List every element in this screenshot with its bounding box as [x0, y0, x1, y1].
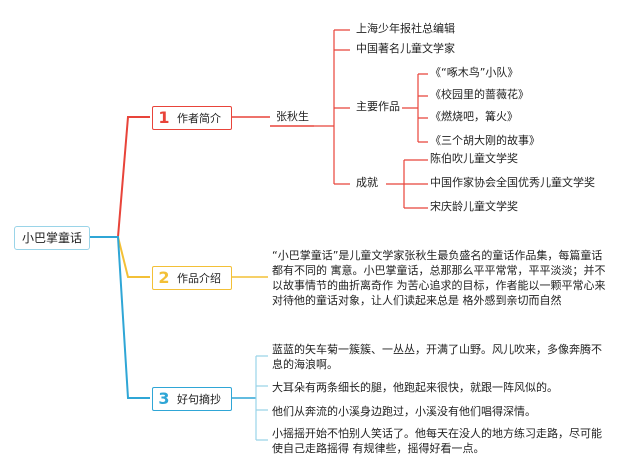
- connector-author-items: [314, 29, 350, 185]
- connector-root-branch1: [88, 116, 150, 238]
- category-label: 好句摘抄: [177, 393, 221, 406]
- work-item: 《三个胡大刚的故事》: [430, 134, 540, 147]
- category-author-intro: 1 作者简介: [152, 106, 232, 130]
- author-name: 张秋生: [276, 110, 309, 123]
- achievement-label: 成就: [356, 176, 378, 189]
- connector-works: [402, 73, 428, 143]
- quote-item: 他们从奔流的小溪身边跑过，小溪没有他们唱得深情。: [272, 405, 536, 418]
- work-item: 《“啄木鸟”小队》: [430, 66, 519, 79]
- work-item: 《校园里的蔷薇花》: [430, 88, 529, 101]
- work-item: 《燃烧吧，篝火》: [430, 110, 518, 123]
- quote-item: 蓝蓝的矢车菊一簇簇、一丛丛，开满了山野。风儿吹来，多像奔腾不息的海浪啊。: [272, 343, 602, 371]
- connector-sentences: [255, 355, 268, 441]
- quote-item: 大耳朵有两条细长的腿，他跑起来很快，就跟一阵风似的。: [272, 381, 558, 394]
- achievement-item: 宋庆龄儿童文学奖: [430, 200, 518, 213]
- category-quotes: 3 好句摘抄: [152, 387, 232, 411]
- achievement-item: 陈伯吹儿童文学奖: [430, 152, 518, 165]
- branch-number-2: 2: [158, 268, 170, 287]
- author-item: 中国著名儿童文学家: [356, 42, 455, 55]
- work-intro-text: “小巴掌童话”是儿童文学家张秋生最负盛名的童话作品集，每篇童话都有不同的 寓意。…: [272, 249, 606, 307]
- category-label: 作者简介: [177, 112, 221, 125]
- achievement-item: 中国作家协会全国优秀儿童文学奖: [430, 176, 595, 189]
- branch-number-1: 1: [158, 108, 170, 127]
- category-label: 作品介绍: [177, 272, 221, 285]
- connector-achievements: [386, 159, 428, 209]
- author-item: 上海少年报社总编辑: [356, 22, 455, 35]
- root-node: 小巴掌童话: [14, 226, 90, 250]
- connector-root-branch3: [88, 236, 150, 399]
- works-label: 主要作品: [356, 100, 400, 113]
- quote-item: 小摇摇开始不怕别人笑话了。他每天在没人的地方练习走路，尽可能使自己走路摇得 有规…: [272, 427, 602, 455]
- category-work-intro: 2 作品介绍: [152, 266, 232, 290]
- branch-number-3: 3: [158, 389, 170, 408]
